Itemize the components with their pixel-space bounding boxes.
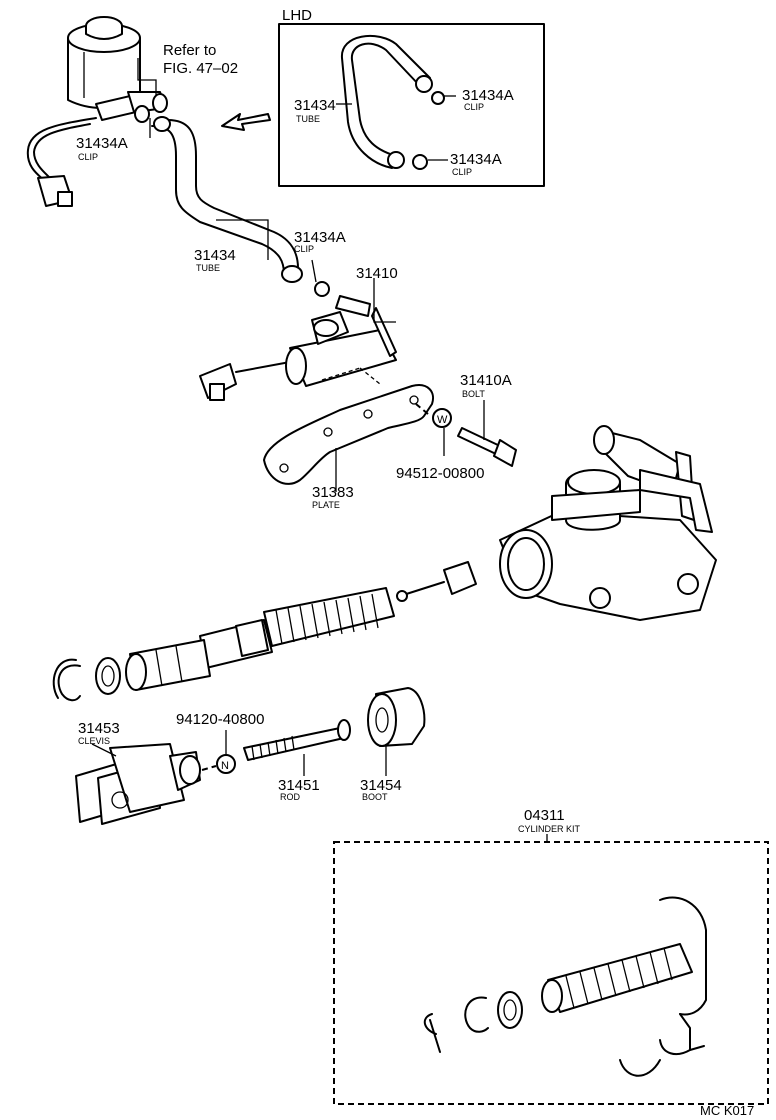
lhd-clip-top-circle [431,91,445,105]
washer-symbol: W [437,414,448,426]
tube-name: TUBE [196,263,220,273]
boot-number: 31454 [360,777,402,794]
boot-name: BOOT [362,792,388,802]
leader-lines [91,58,548,842]
cylinder-kit-name: CYLINDER KIT [518,824,581,834]
clevis-name: CLEVIS [78,736,110,746]
clip-reservoir-name: CLIP [78,152,98,162]
clip-tube-end-name: CLIP [294,244,314,254]
lhd-arrow [221,113,271,131]
lhd-tube-drawing [340,34,433,169]
washer-number: 94512-00800 [396,465,484,482]
clevis-drawing [75,743,217,825]
plate-name: PLATE [312,500,340,510]
lhd-tube-name: TUBE [296,114,320,124]
nut-number: 94120-40800 [176,711,264,728]
lhd-clip-bottom-number: 31434A [450,151,502,168]
nut-symbol: N [221,760,229,772]
lhd-clip-bottom-circle [412,154,428,170]
clip-tube-end-number: 31434A [294,229,346,246]
rod-drawing [243,719,351,761]
washer-and-bolt-drawing: W [415,403,517,467]
lhd-clip-bottom-name: CLIP [452,167,472,177]
page-code: MC K017 [700,1103,754,1118]
lhd-tube-number: 31434 [294,97,336,114]
lhd-title: LHD [282,7,312,24]
refer-note-line2: FIG. 47–02 [163,60,238,77]
master-cylinder-drawing [199,295,397,401]
piston-assembly-drawing [125,561,477,691]
reservoir-drawing [26,16,168,207]
lhd-box [278,23,545,187]
cylinder-kit-number: 04311 [524,807,565,824]
master-cylinder-number: 31410 [356,265,398,282]
cylinder-kit-drawing [423,896,707,1077]
clip-circle [314,281,330,297]
clip-reservoir-number: 31434A [76,135,128,152]
cylinder-kit-box [333,841,769,1105]
bolt-number: 31410A [460,372,512,389]
boot-drawing [367,687,426,747]
tube-drawing [151,116,303,283]
nut-drawing: N [216,754,236,774]
clevis-number: 31453 [78,720,120,737]
rod-number: 31451 [278,777,320,794]
cylinder-body-drawing [499,425,717,621]
snap-ring-washer-drawing [52,657,121,702]
tube-number: 31434 [194,247,236,264]
plate-number: 31383 [312,484,354,501]
plate-drawing [263,384,434,485]
lhd-clip-top-name: CLIP [464,102,484,112]
lhd-clip-top-number: 31434A [462,87,514,104]
rod-name: ROD [280,792,301,802]
refer-note-line1: Refer to [163,42,216,59]
bolt-name: BOLT [462,389,485,399]
